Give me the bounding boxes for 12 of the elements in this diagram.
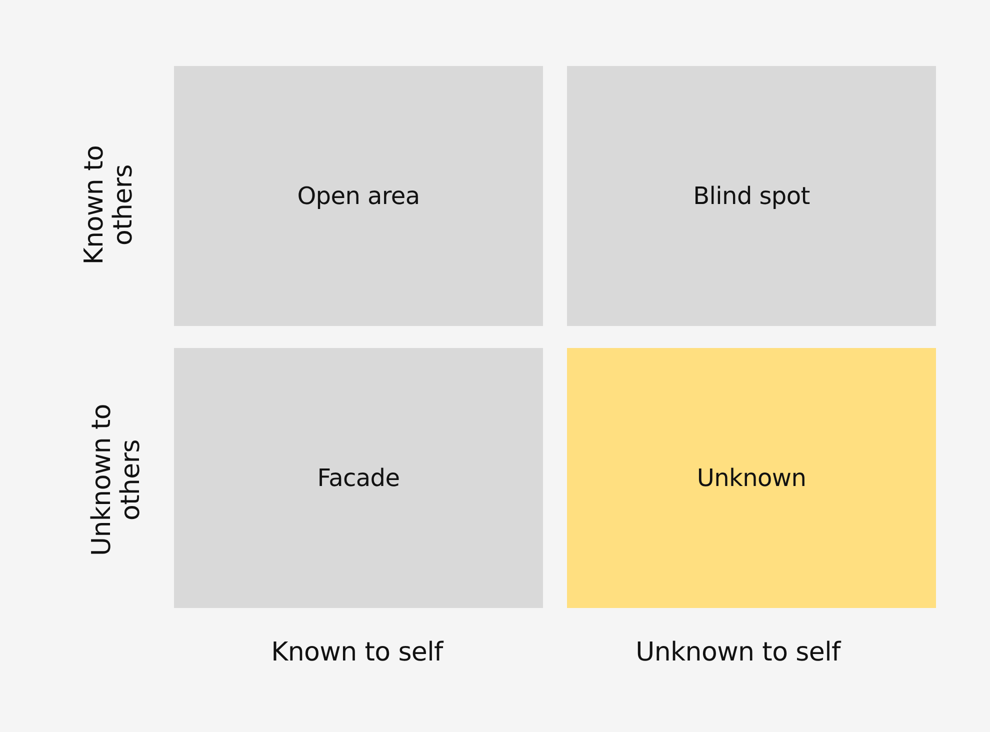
column-axis-label: Known to self [270,638,445,668]
quadrant-box [567,348,936,608]
quadrant-title: Unknown [696,464,806,492]
quadrant-box [174,348,543,608]
row-axis-label: Unknown to others [87,402,145,558]
row-axis-label: Known to others [80,144,138,267]
quadrant-box [567,66,936,326]
quadrant-box [174,66,543,326]
column-axis-label: Unknown to self [634,638,842,668]
quadrant-title: Open area [297,182,420,210]
quadrant-title: Blind spot [693,182,810,210]
quadrant-title: Facade [317,464,400,492]
